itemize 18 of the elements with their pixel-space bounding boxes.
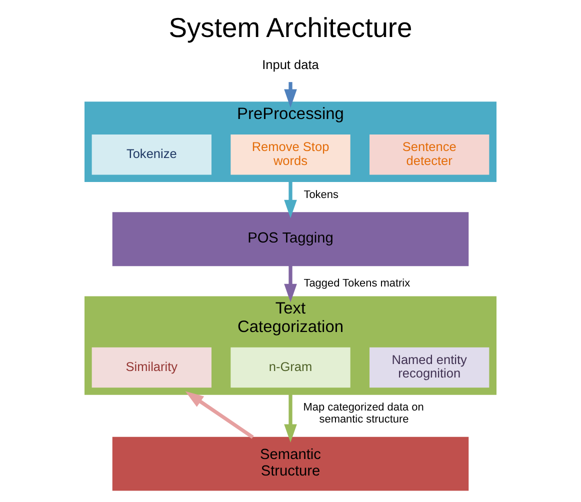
edge-label: Map categorized data on semantic structure xyxy=(303,401,424,426)
node-box: n-Gram xyxy=(230,347,350,388)
node-box: Remove Stop words xyxy=(230,134,350,175)
arrow xyxy=(284,266,297,302)
arrow xyxy=(284,182,297,218)
edge-label: Tagged Tokens matrix xyxy=(304,278,410,290)
arrow xyxy=(284,82,297,108)
node-box: Named entity recognition xyxy=(370,347,490,388)
edge-label: Tokens xyxy=(304,189,338,202)
node-box: Similarity xyxy=(92,347,212,388)
node-box: Tokenize xyxy=(92,134,212,175)
arrow xyxy=(284,394,297,443)
node-box: Semantic Structure xyxy=(112,436,469,491)
node-box: Sentence detecter xyxy=(370,134,490,175)
arrow xyxy=(185,391,254,439)
node-text: Input data xyxy=(262,56,319,72)
diagram-title: System Architecture xyxy=(168,12,412,44)
node-box: POS Tagging xyxy=(112,212,469,266)
